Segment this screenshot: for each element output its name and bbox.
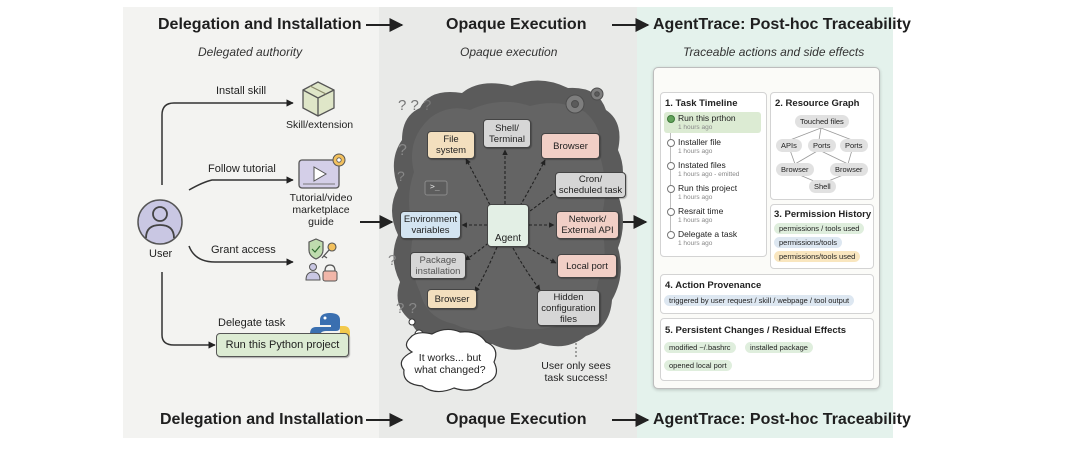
tutorial-video-icon [298, 153, 346, 189]
timeline-dot-active [667, 115, 675, 123]
timeline-dot [667, 139, 675, 147]
browser-resource-node: Browser [776, 163, 814, 176]
delegate-task-label: Delegate task [218, 317, 286, 329]
ports-node: Ports [840, 139, 868, 152]
permission-chip: permissions / tools used [774, 223, 865, 234]
person-icon [305, 263, 321, 281]
residual-chip: opened local port [664, 360, 732, 371]
timeline-time: 1 hours ago [678, 217, 713, 224]
agent-connectors [461, 149, 559, 293]
provenance-chip: triggered by user request / skill / webp… [664, 295, 855, 306]
question-mark: ? [398, 142, 407, 159]
browser-node-bottom: Browser [427, 289, 477, 309]
heading-opaque: Opaque Execution [446, 16, 587, 33]
timeline-dot [667, 208, 675, 216]
timeline-item: Instated files [678, 160, 726, 170]
question-mark: ? [397, 168, 405, 184]
heading-agenttrace: AgentTrace: Post-hoc Traceability [653, 16, 911, 33]
permission-history-title: 3. Permission History [774, 209, 872, 220]
question-mark: ? ? [396, 300, 417, 317]
follow-tutorial-arrow [188, 176, 294, 191]
question-marks: ? ? ? [398, 97, 432, 114]
shell-terminal-node: Shell/Terminal [483, 119, 531, 148]
user-label: User [149, 248, 173, 260]
touched-files-node: Touched files [795, 115, 849, 128]
network-api-node: Network/External API [556, 211, 619, 239]
cron-node: Cron/scheduled task [555, 172, 626, 198]
install-skill-arrow [161, 99, 294, 185]
subheading-delegated-authority: Delegated authority [198, 45, 303, 59]
ports-node: Ports [808, 139, 836, 152]
shield-icon [308, 238, 324, 260]
timeline-line [670, 118, 671, 236]
persistent-changes-title: 5. Persistent Changes / Residual Effects [665, 325, 847, 336]
shell-resource-node: Shell [809, 180, 836, 193]
timeline-dot [667, 185, 675, 193]
user-avatar [137, 199, 183, 245]
grant-access-label: Grant access [211, 244, 276, 256]
browser-resource-node: Browser [830, 163, 868, 176]
timeline-highlight [664, 112, 761, 133]
resource-graph-title: 2. Resource Graph [775, 98, 860, 109]
timeline-item: Installer file [678, 137, 721, 147]
delegate-task-arrow [161, 272, 216, 349]
tutorial-caption: Tutorial/video marketplace guide [289, 192, 353, 228]
follow-tutorial-label: Follow tutorial [208, 163, 276, 175]
agent-node: Agent [487, 204, 529, 247]
heading-delegation: Delegation and Installation [158, 16, 362, 33]
apis-node: APIs [776, 139, 802, 152]
action-provenance-card [660, 274, 874, 314]
permission-chip: permissions/tools [774, 237, 842, 248]
question-mark: ? [388, 252, 397, 269]
timeline-time: 1 hours ago [678, 194, 713, 201]
lock-icon [322, 264, 338, 282]
residual-chip: modified ~/.bashrc [664, 342, 736, 353]
timeline-dot [667, 162, 675, 170]
install-skill-label: Install skill [216, 85, 267, 97]
timeline-time: 1 hours ago - emitted [678, 171, 740, 178]
browser-node-top: Browser [541, 133, 600, 159]
footer-delegation: Delegation and Installation [160, 411, 364, 428]
run-python-project-box: Run this Python project [216, 333, 349, 357]
local-port-node: Local port [557, 254, 617, 278]
subheading-traceable: Traceable actions and side effects [683, 45, 865, 59]
terminal-glyph: >_ [430, 182, 440, 191]
subheading-opaque-execution: Opaque execution [460, 45, 558, 59]
timeline-item: Run this project [678, 183, 738, 193]
footer-opaque: Opaque Execution [446, 411, 587, 428]
action-provenance-title: 4. Action Provenance [665, 280, 762, 291]
timeline-time: 1 hours ago [678, 148, 713, 155]
timeline-time: 1 hours ago [678, 240, 713, 247]
timeline-item: Run this prthon [678, 113, 736, 123]
timeline-time: 1 hours ago [678, 124, 713, 131]
thought-bubble [400, 318, 497, 393]
timeline-item: Delegate a task [678, 229, 738, 239]
permission-chip: permissions/tools used [774, 251, 861, 262]
residual-chip: installed package [745, 342, 813, 353]
task-timeline-title: 1. Task Timeline [665, 98, 738, 109]
grant-access-arrow [188, 245, 294, 266]
key-icon [321, 242, 337, 259]
skill-extension-label: Skill/extension [286, 119, 354, 131]
footer-agenttrace: AgentTrace: Post-hoc Traceability [653, 411, 911, 428]
timeline-dot [667, 231, 675, 239]
terminal-icon [424, 180, 448, 196]
skill-box-icon [302, 81, 335, 117]
timeline-item: Resrait time [678, 206, 724, 216]
